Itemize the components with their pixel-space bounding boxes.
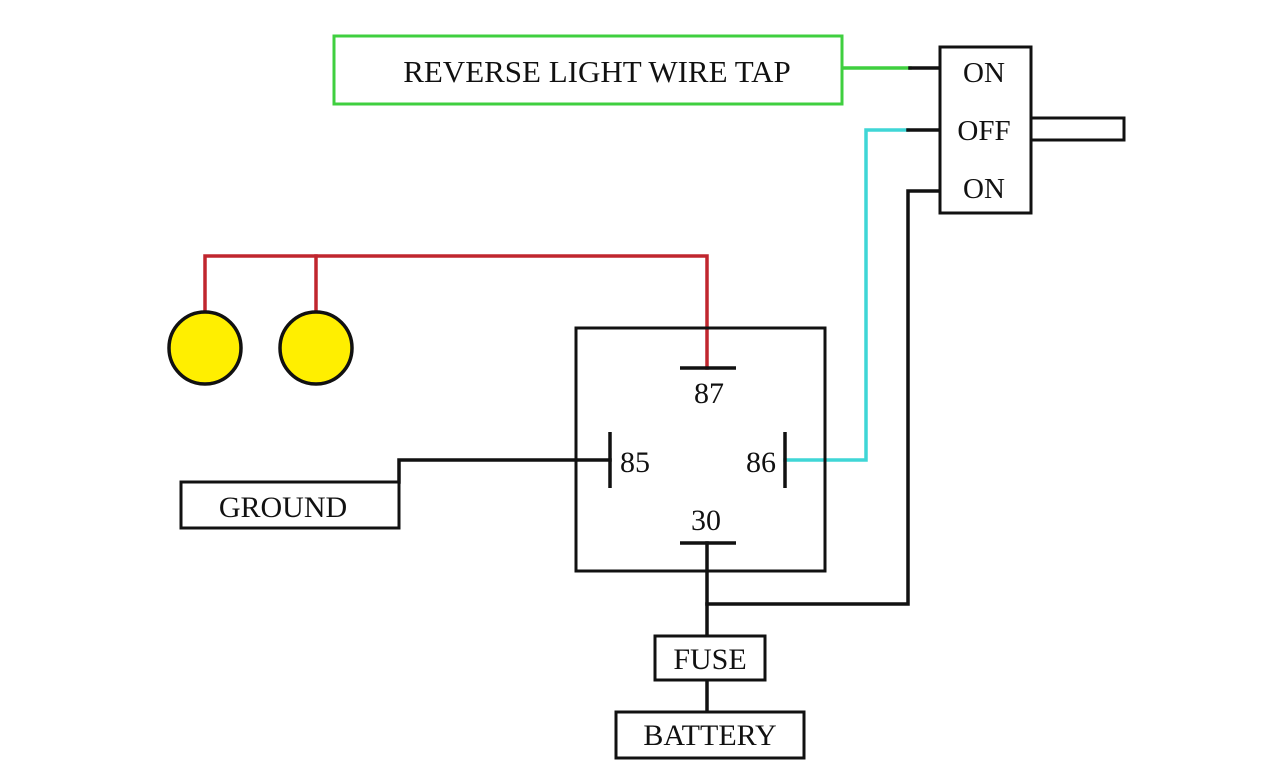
relay-pin-85-label: 85 — [620, 446, 650, 479]
battery-box: BATTERY — [614, 710, 806, 760]
switch-to-relay-86-wire — [783, 128, 910, 462]
reverse-light-tap-label: REVERSE LIGHT WIRE TAP — [403, 54, 791, 89]
battery-label: BATTERY — [643, 719, 776, 752]
light-2-icon — [278, 310, 354, 386]
relay-87-to-lights-wire — [203, 254, 709, 370]
toggle-switch: ON OFF ON — [938, 45, 1126, 215]
switch-to-power-wire — [705, 189, 942, 606]
switch-position-on-bottom: ON — [963, 173, 1005, 205]
relay-pin-30-label: 30 — [691, 504, 721, 537]
reverse-light-tap-box: REVERSE LIGHT WIRE TAP — [332, 34, 844, 106]
relay: 87 85 86 30 — [574, 326, 827, 573]
relay-pin-86-label: 86 — [746, 446, 776, 479]
fuse-box: FUSE — [653, 634, 767, 682]
relay-pin-87-label: 87 — [694, 377, 724, 410]
switch-body — [938, 45, 1033, 215]
fuse-label: FUSE — [673, 643, 746, 676]
ground-box: GROUND — [179, 480, 401, 530]
switch-lever — [1029, 116, 1126, 142]
switch-position-on-top: ON — [963, 57, 1005, 89]
relay-85-to-ground-wire — [397, 458, 612, 484]
light-1-icon — [167, 310, 243, 386]
switch-position-off: OFF — [957, 115, 1010, 147]
ground-label: GROUND — [219, 491, 347, 524]
relay-body — [574, 326, 827, 573]
